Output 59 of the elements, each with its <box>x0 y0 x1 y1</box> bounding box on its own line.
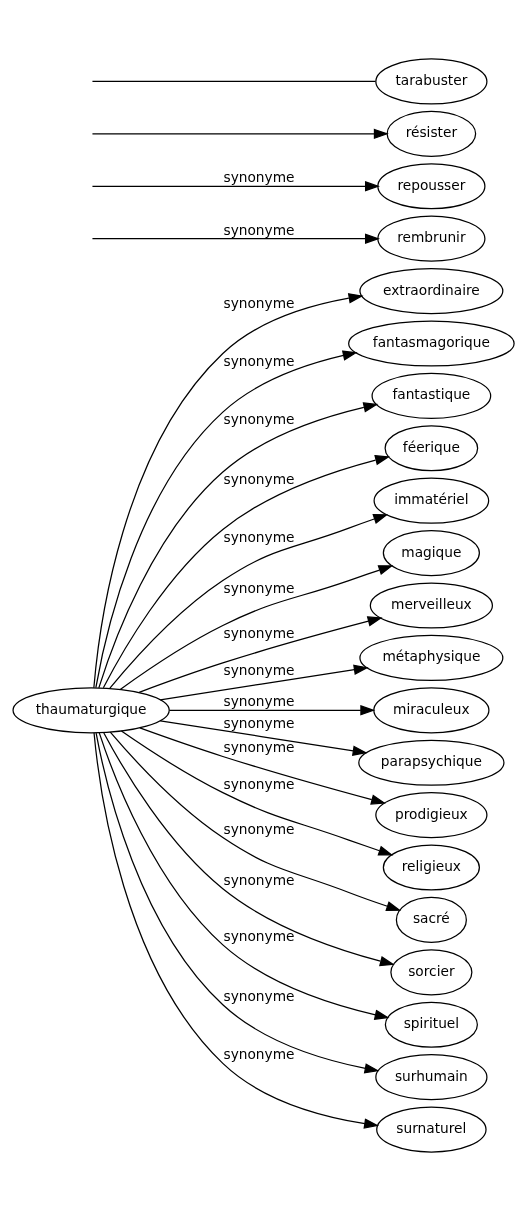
node-ellipse: religieux <box>382 844 480 891</box>
node-ellipse: sorcier <box>390 949 473 996</box>
arrow <box>95 350 358 689</box>
edge-label: synonyme <box>223 714 295 731</box>
connector <box>91 80 377 83</box>
arrow <box>109 514 389 690</box>
arrow <box>109 731 402 912</box>
arrow <box>91 181 380 192</box>
node-ellipse: spirituel <box>384 1001 478 1048</box>
node-ellipse: rembrunir <box>377 215 486 262</box>
arrow <box>98 402 379 689</box>
arrow <box>102 454 391 689</box>
edge-label: synonyme <box>223 927 295 944</box>
edge-label: synonyme <box>223 775 295 792</box>
node-ellipse: résister <box>386 110 477 157</box>
node-ellipse: fantasmagorique <box>348 320 515 367</box>
edge-label: synonyme <box>223 693 295 710</box>
node-ellipse: surhumain <box>375 1054 488 1101</box>
node-ellipse: parapsychique <box>358 739 505 786</box>
edge-label: synonyme <box>223 624 295 641</box>
edge-label: synonyme <box>223 579 295 596</box>
edge-label: synonyme <box>223 987 295 1004</box>
node-ellipse: prodigieux <box>375 792 488 839</box>
edge-label: synonyme <box>223 820 295 837</box>
arrow <box>91 128 389 140</box>
node-ellipse: miraculeux <box>373 687 490 734</box>
arrow <box>98 732 390 1020</box>
edge-label: synonyme <box>223 739 295 756</box>
edge-label: synonyme <box>223 411 295 428</box>
node-ellipse: repousser <box>377 163 486 210</box>
node-ellipse: thaumaturgique <box>12 687 170 734</box>
edge-label: synonyme <box>223 221 295 238</box>
edge-label: synonyme <box>223 295 295 312</box>
arrow <box>159 664 369 701</box>
arrow <box>168 705 376 716</box>
edge-label: synonyme <box>223 528 295 545</box>
arrow <box>159 720 368 756</box>
edge-label: synonyme <box>223 662 295 679</box>
arrow <box>91 233 380 244</box>
edge-label: synonyme <box>223 471 295 488</box>
node-ellipse: métaphysique <box>359 634 504 681</box>
node-ellipse: féerique <box>384 425 479 472</box>
node-ellipse: sacré <box>395 896 467 943</box>
edge-label: synonyme <box>223 1046 295 1063</box>
edge-label: synonyme <box>223 352 295 369</box>
node-ellipse: extraordinaire <box>359 268 504 315</box>
arrow <box>103 732 395 967</box>
node-ellipse: magique <box>382 530 480 577</box>
arrow <box>138 616 383 693</box>
node-ellipse: tarabuster <box>375 58 488 105</box>
node-ellipse: surnaturel <box>376 1106 487 1153</box>
arrow <box>119 565 394 691</box>
node-ellipse: merveilleux <box>369 582 494 629</box>
arrow <box>93 293 364 689</box>
node-ellipse: fantastique <box>371 372 492 419</box>
arrow <box>120 730 394 856</box>
edge-label: synonyme <box>223 169 295 186</box>
arrow <box>139 727 386 805</box>
edge-label: synonyme <box>223 871 295 888</box>
